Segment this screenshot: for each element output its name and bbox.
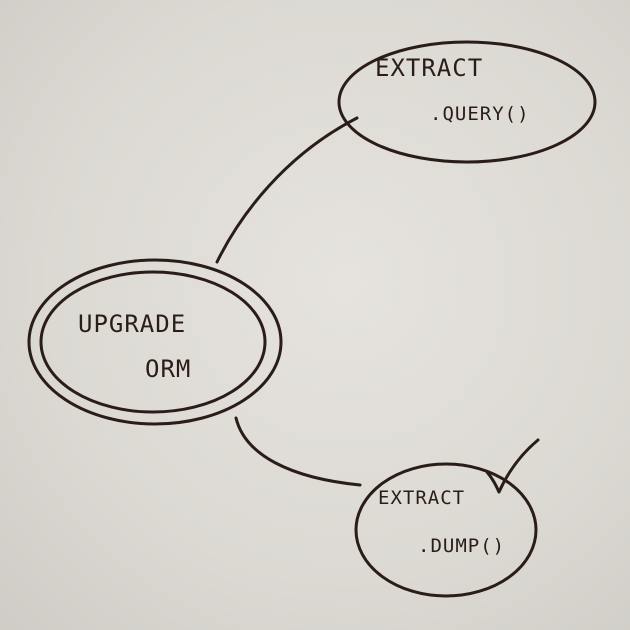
node-upgrade-orm-line2: ORM bbox=[145, 355, 191, 383]
edge-upgrade-to-dump bbox=[234, 416, 362, 487]
edge-upgrade-to-query bbox=[215, 116, 359, 264]
node-upgrade-orm-line1: UPGRADE bbox=[78, 310, 186, 338]
node-extract-query-ring bbox=[337, 40, 597, 164]
node-upgrade-orm[interactable]: UPGRADE ORM bbox=[27, 258, 283, 426]
checkmark-icon bbox=[485, 438, 540, 494]
node-upgrade-orm-inner-ring bbox=[39, 270, 267, 414]
node-upgrade-orm-outer-ring bbox=[27, 258, 283, 426]
node-extract-dump-line2: .DUMP() bbox=[418, 535, 505, 557]
node-extract-query[interactable]: EXTRACT .QUERY() bbox=[337, 40, 597, 164]
node-extract-query-line1: EXTRACT bbox=[375, 54, 483, 82]
node-extract-dump-ring bbox=[354, 462, 538, 598]
node-extract-dump-line1: EXTRACT bbox=[378, 487, 465, 509]
node-extract-query-line2: .QUERY() bbox=[430, 103, 530, 125]
node-extract-dump[interactable]: EXTRACT .DUMP() bbox=[354, 438, 540, 598]
